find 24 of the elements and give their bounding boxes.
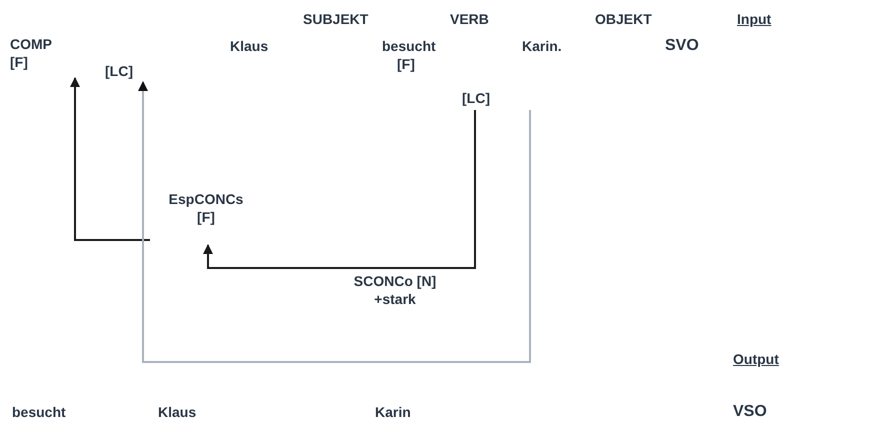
role-label: SUBJEKT: [303, 10, 368, 28]
feature-label: [F]: [196, 208, 216, 226]
feature-label: [F]: [10, 53, 29, 71]
category-label: COMP: [10, 35, 53, 53]
category-label: [LC]: [105, 62, 134, 80]
heading: Input: [737, 10, 772, 28]
arrow: [203, 110, 476, 269]
role-label: VERB: [450, 10, 489, 28]
arrow: [70, 77, 150, 241]
heading: Output: [733, 350, 779, 368]
role-label: OBJEKT: [595, 10, 652, 28]
word-label: Karin.: [522, 37, 562, 55]
feature-label: [F]: [397, 55, 415, 73]
word-label: Karin: [375, 403, 411, 421]
word-order-label: SVO: [665, 37, 699, 55]
word-label: besucht: [382, 37, 436, 55]
arrow: [138, 81, 531, 363]
category-label: SCONCo [N] +stark: [352, 272, 438, 308]
word-label: Klaus: [230, 37, 268, 55]
word-order-label: VSO: [733, 403, 767, 421]
word-label: Klaus: [158, 403, 196, 421]
category-label: EspCONCs: [168, 190, 244, 208]
word-label: besucht: [12, 403, 66, 421]
category-label: [LC]: [462, 89, 491, 107]
